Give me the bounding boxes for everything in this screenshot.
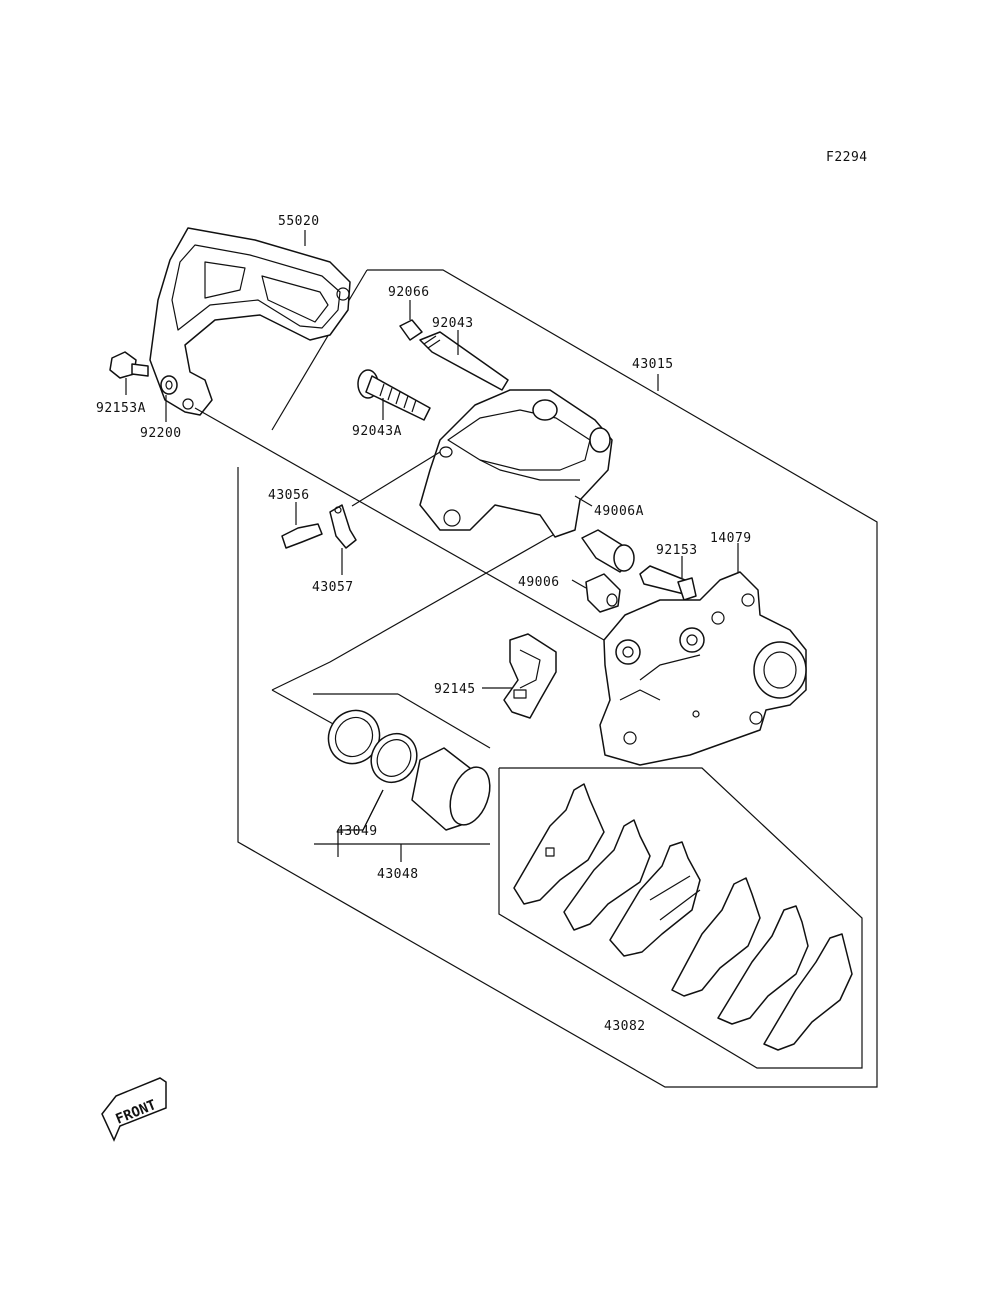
label-43082: 43082	[604, 1019, 646, 1034]
label-92153A: 92153A	[96, 401, 146, 416]
label-43056: 43056	[268, 488, 310, 503]
label-92066: 92066	[388, 285, 430, 300]
caliper-body	[419, 389, 613, 538]
assembly-outline-edge	[271, 269, 368, 431]
label-43049: 43049	[336, 824, 378, 839]
washer-92200	[160, 375, 178, 395]
brake-pad-shim-1	[513, 783, 605, 905]
brake-pad-friction-3	[609, 841, 701, 957]
label-43048: 43048	[377, 867, 419, 882]
label-92145: 92145	[434, 682, 476, 697]
label-92043: 92043	[432, 316, 474, 331]
caliper-guard-55020	[149, 227, 351, 416]
pad-spring-92145	[503, 633, 557, 719]
label-43057: 43057	[312, 580, 354, 595]
seal-kit-bracket	[271, 534, 554, 691]
pin-92043A	[357, 369, 431, 421]
front-arrow-icon: FRONT	[101, 1077, 167, 1142]
label-55020: 55020	[278, 214, 320, 229]
cap-43057	[329, 504, 357, 549]
cap-92066	[399, 319, 423, 341]
pad-set-outline-43082	[498, 767, 863, 1069]
caliper-bracket	[599, 571, 807, 766]
label-49006A: 49006A	[594, 504, 644, 519]
figure-code: F2294	[826, 150, 868, 165]
brake-pad-shim-6	[763, 933, 853, 1051]
pin-92043	[419, 331, 509, 391]
boot-49006	[585, 573, 621, 613]
boot-49006A	[581, 529, 635, 573]
label-92153: 92153	[656, 543, 698, 558]
bolt-92153	[639, 565, 697, 601]
assembly-outline-43015	[237, 269, 878, 1088]
label-14079: 14079	[710, 531, 752, 546]
seal-43049-inner	[370, 732, 418, 784]
brake-pad-4	[671, 877, 761, 997]
brake-pad-2	[563, 819, 651, 931]
bolt-92153A	[109, 351, 149, 379]
label-43015: 43015	[632, 357, 674, 372]
piston-43048	[411, 747, 491, 831]
bleeder-43056	[281, 523, 323, 549]
label-49006: 49006	[518, 575, 560, 590]
brake-pad-5	[717, 905, 809, 1025]
label-92043A: 92043A	[352, 424, 402, 439]
label-92200: 92200	[140, 426, 182, 441]
